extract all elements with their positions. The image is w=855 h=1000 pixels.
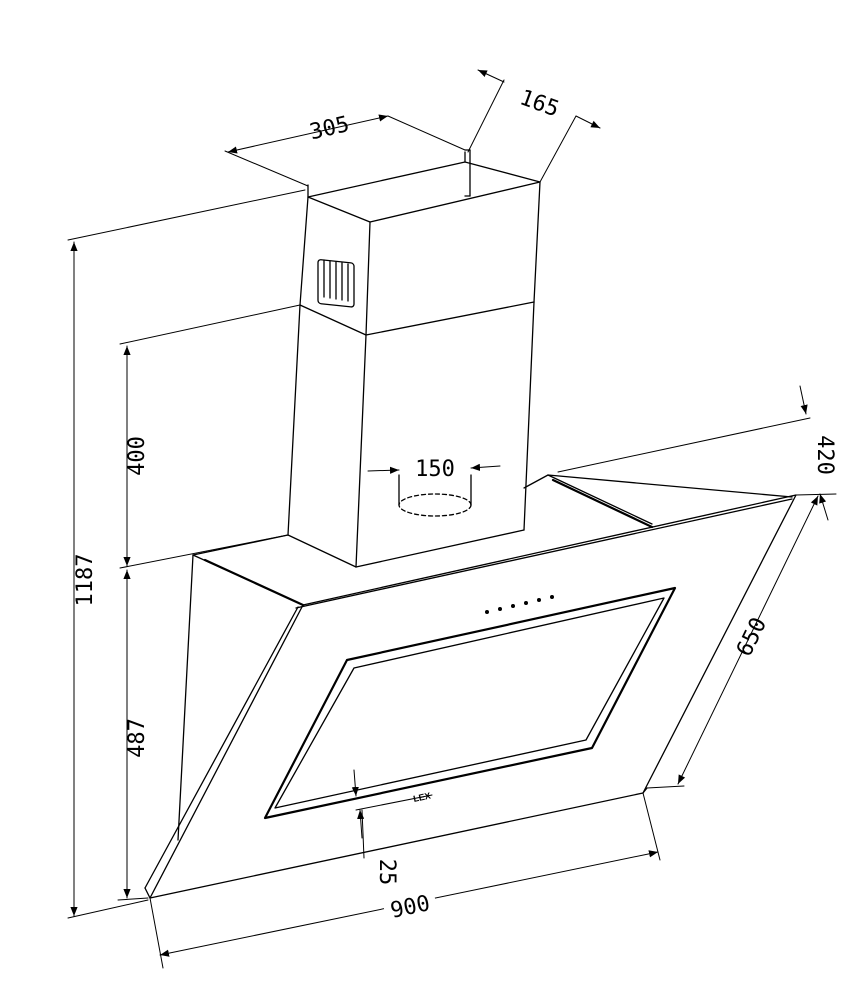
- dim-hood-height-label: 487: [125, 718, 150, 758]
- dim-total-height: 1187: [67, 189, 306, 919]
- dim-chimney-height-label: 400: [125, 436, 150, 476]
- dim-chimney-width: 305: [224, 112, 466, 187]
- dim-chimney-height: 400: [119, 304, 301, 569]
- lower-chimney: [287, 301, 535, 568]
- dim-glass-offset: 25: [351, 769, 433, 886]
- dim-glass-offset-label: 25: [374, 859, 399, 886]
- hood-body: [144, 474, 797, 899]
- dim-hood-width: 900: [149, 792, 661, 969]
- dim-total-height-label: 1187: [73, 554, 98, 607]
- control-buttons: [485, 595, 554, 614]
- dim-glass-depth: 650: [646, 493, 837, 789]
- dim-pipe-diameter: 150: [367, 457, 501, 482]
- chimney-vent-grille: [317, 259, 355, 308]
- dim-pipe-diameter-label: 150: [415, 457, 455, 482]
- dim-hood-depth-label: 420: [812, 435, 837, 475]
- dim-chimney-width-label: 305: [307, 112, 351, 145]
- filter-window: [263, 586, 677, 820]
- exhaust-pipe-outline: [398, 474, 472, 517]
- dim-glass-depth-label: 650: [732, 614, 772, 661]
- dim-chimney-depth-label: 165: [516, 85, 562, 122]
- dim-chimney-depth: 165: [467, 69, 601, 183]
- dim-hood-depth: 420: [557, 385, 837, 521]
- dim-hood-height: 487: [117, 569, 150, 901]
